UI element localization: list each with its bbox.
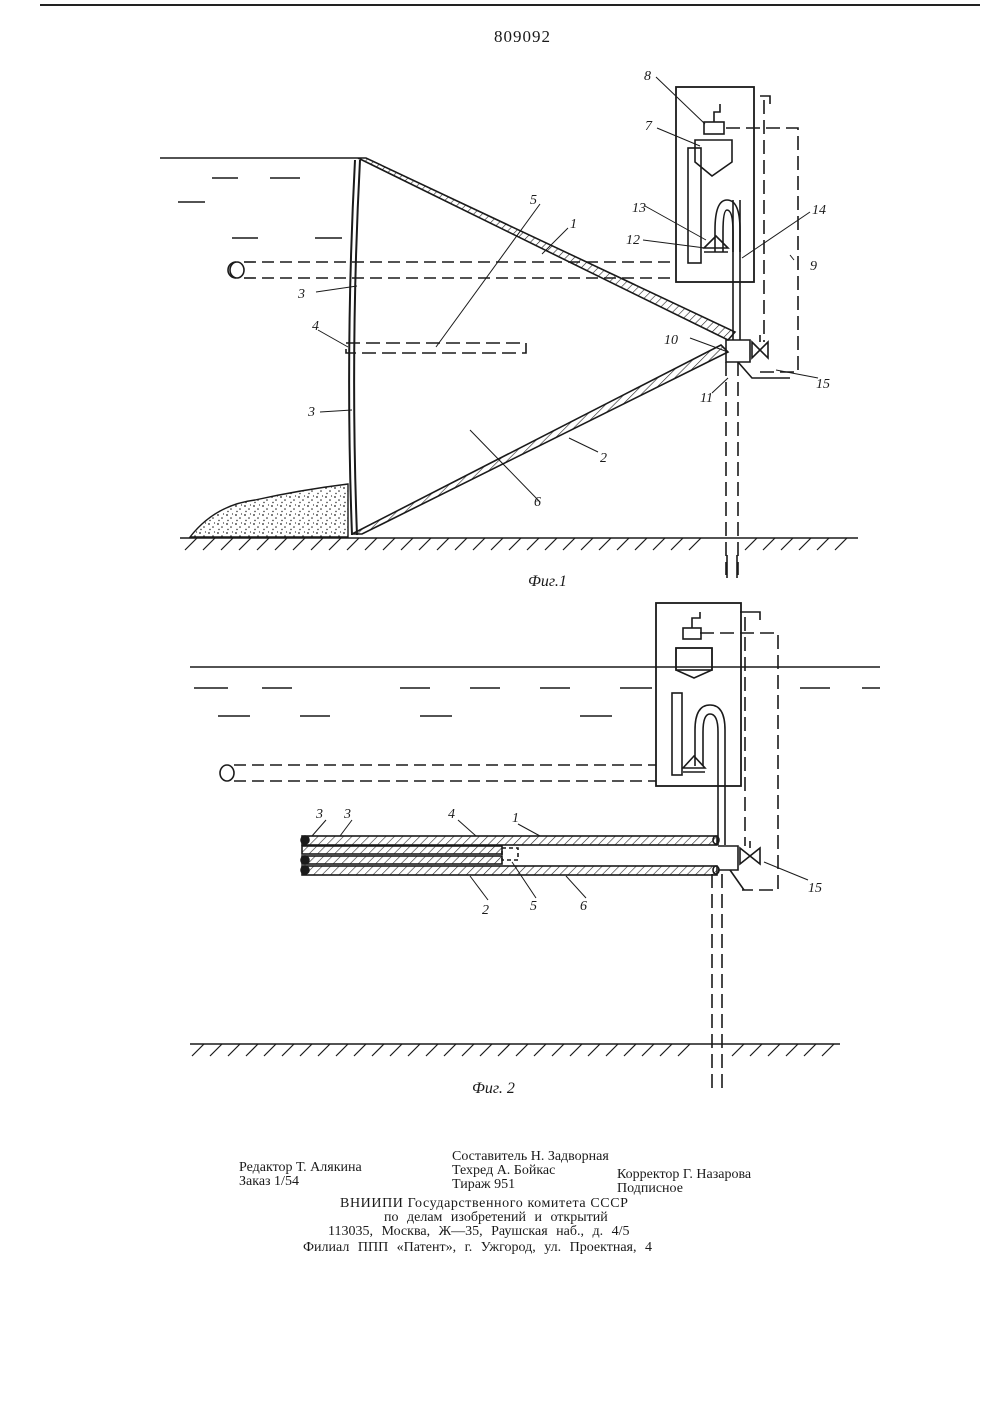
figure-1-caption: Фиг.1 — [528, 573, 567, 591]
fig1-label: 13 — [632, 201, 646, 216]
fig1-label: 14 — [812, 203, 826, 218]
fig1-label: 1 — [570, 217, 577, 232]
fig1-label: 8 — [644, 69, 651, 84]
fig1-label: 9 — [810, 259, 817, 274]
fig2-label: 2 — [482, 903, 489, 918]
fig2-label: 4 — [448, 807, 455, 822]
fig2-label: 6 — [580, 899, 587, 914]
fig1-label: 12 — [626, 233, 640, 248]
fig1-label: 15 — [816, 377, 830, 392]
fig1-label: 10 — [664, 333, 678, 348]
colophon-org-line3: 113035, Москва, Ж—35, Раушская наб., д. … — [328, 1224, 630, 1240]
fig1-label: 3 — [297, 287, 305, 302]
fig1-label: 3 — [307, 405, 315, 420]
fig2-label: 5 — [530, 899, 537, 914]
fig2-label: 3 — [343, 807, 351, 822]
fig1-label: 7 — [645, 119, 653, 134]
colophon-org-line4: Филиал ППП «Патент», г. Ужгород, ул. Про… — [303, 1240, 652, 1256]
fig1-label: 5 — [530, 193, 537, 208]
fig1-label: 11 — [700, 391, 713, 406]
fig1-label: 4 — [312, 319, 319, 334]
colophon-circulation: Тираж 951 — [452, 1177, 515, 1193]
fig2-label: 15 — [808, 881, 822, 896]
figure-2 — [190, 603, 880, 1088]
figure-1-labels: 8 7 13 12 14 9 5 1 3 4 10 11 15 3 2 6 — [297, 69, 830, 510]
fig2-label: 3 — [315, 807, 323, 822]
fig1-label: 6 — [534, 495, 541, 510]
figure-2-caption: Фиг. 2 — [472, 1080, 515, 1098]
colophon-subscription: Подписное — [617, 1181, 683, 1197]
figure-1 — [160, 77, 858, 578]
fig1-label: 2 — [600, 451, 607, 466]
colophon-order: Заказ 1/54 — [239, 1174, 299, 1190]
fig2-label: 1 — [512, 811, 519, 826]
